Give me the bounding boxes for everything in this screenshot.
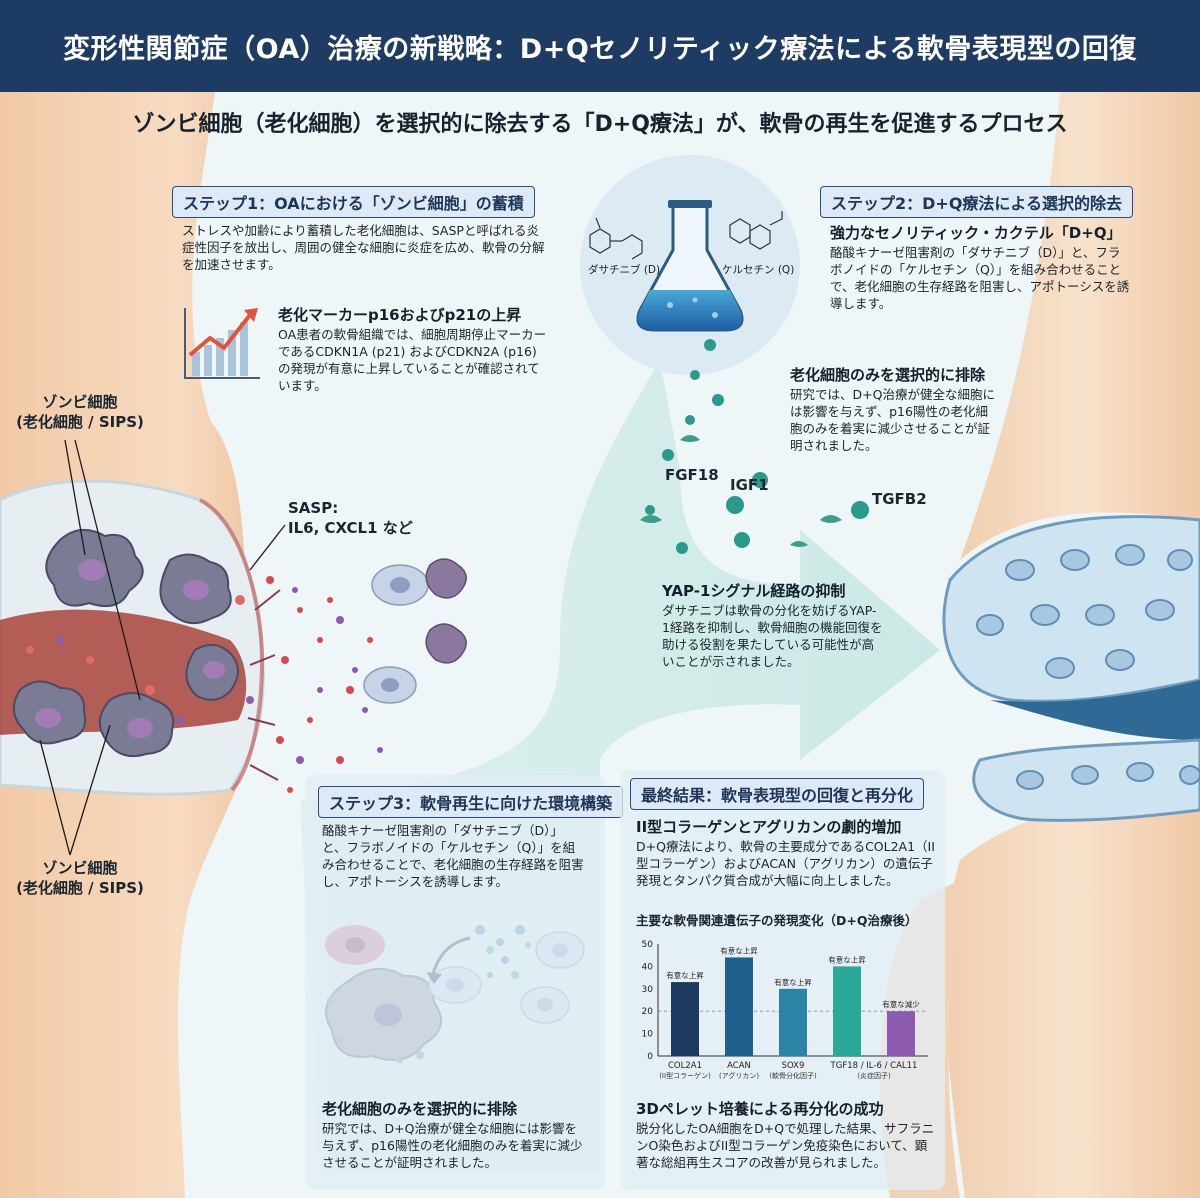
step1-marker-heading: 老化マーカーp16およびp21の上昇 — [278, 306, 522, 324]
step2-body: 酪酸キナーゼ阻害剤の「ダサチニブ（D）」と、フラボノイドの「ケルセチン（Q）」を… — [830, 245, 1130, 311]
pellet-body: 脱分化したOA細胞をD+Qで処理した結果、サフラニンO染色およびII型コラーゲン… — [636, 1121, 935, 1170]
page-title: 変形性関節症（OA）治療の新戦略：D+Qセノリティック療法による軟骨表現型の回復 — [0, 0, 1200, 92]
final-panel — [620, 770, 945, 1190]
y-tick-label: 10 — [642, 1030, 654, 1040]
x-tick-label: SOX9 — [782, 1061, 805, 1071]
bar — [671, 982, 699, 1056]
bar-data-label: 有意な上昇 — [828, 954, 866, 964]
step3-body: 酪酸キナーゼ阻害剤の「ダサチニブ（D）」と、フラボノイドの「ケルセチン（Q）」を… — [322, 823, 584, 889]
zombie-cell-label-top: ゾンビ細胞 (老化細胞 / SIPS) — [16, 393, 144, 431]
step1-marker-body: OA患者の軟骨組織では、細胞周期停止マーカーであるCDKN1A (p21) およ… — [278, 327, 547, 393]
y-tick-label: 0 — [647, 1052, 653, 1062]
bar — [779, 988, 807, 1056]
bar-data-label: 有意な上昇 — [666, 970, 704, 980]
step3-select-body: 研究では、D+Q治療が健全な細胞には影響を与えず、p16陽性の老化細胞のみを着実… — [322, 1121, 583, 1170]
step1-tag: ステップ1：OAにおける「ゾンビ細胞」の蓄積 — [172, 186, 535, 218]
step2-select-heading: 老化細胞のみを選択的に排除 — [790, 366, 986, 384]
quercetin-label: ケルセチン (Q) — [722, 264, 795, 276]
y-tick-label: 40 — [642, 962, 654, 972]
step2-select-body: 研究では、D+Q治療が健全な細胞には影響を与えず、p16陽性の老化細胞のみを着実… — [790, 387, 995, 453]
x-tick-label: COL2A1 — [668, 1061, 702, 1071]
x-tick-sublabel: (軟骨分化因子) — [769, 1071, 817, 1080]
factor-tgfb2: TGFB2 — [872, 490, 927, 508]
pellet-heading: 3Dペレット培養による再分化の成功 — [636, 1100, 884, 1118]
y-tick-label: 30 — [642, 985, 654, 995]
final-tag: 最終結果：軟骨表現型の回復と再分化 — [630, 778, 925, 810]
step1-body: ストレスや加齢により蓄積した老化細胞は、SASPと呼ばれる炎症性因子を放出し、周… — [182, 223, 545, 272]
step3-select-heading: 老化細胞のみを選択的に排除 — [322, 1100, 518, 1118]
y-tick-label: 20 — [642, 1007, 654, 1017]
factor-fgf18: FGF18 — [665, 466, 719, 484]
final-heading: II型コラーゲンとアグリカンの劇的増加 — [636, 818, 902, 836]
bar-data-label: 有意な減少 — [882, 999, 920, 1009]
dasatinib-label: ダサチニブ (D) — [588, 264, 661, 276]
factor-igf1: IGF1 — [730, 476, 769, 494]
page-subtitle: ゾンビ細胞（老化細胞）を選択的に除去する「D+Q療法」が、軟骨の再生を促進するプ… — [132, 112, 1068, 137]
bar — [833, 966, 861, 1056]
zombie-cell-label-bottom: ゾンビ細胞 (老化細胞 / SIPS) — [16, 859, 144, 897]
x-tick-sublabel: (II型コラーゲン) — [659, 1071, 711, 1080]
sasp-label: SASP: IL6, CXCL1 など — [288, 499, 413, 537]
y-tick-label: 50 — [642, 940, 654, 950]
step3-panel — [305, 775, 605, 1190]
bar — [725, 957, 753, 1056]
chart-title: 主要な軟骨関連遺伝子の発現変化（D+Q治療後） — [636, 913, 918, 928]
x-tick-label: TGF18 / IL-6 / CAL11 — [830, 1061, 918, 1071]
bar-data-label: 有意な上昇 — [720, 945, 758, 955]
x-tick-sublabel: (炎症因子) — [857, 1071, 891, 1080]
bar-data-label: 有意な上昇 — [774, 977, 812, 987]
x-tick-sublabel: (アグリカン) — [719, 1071, 759, 1080]
step2-heading: 強力なセノリティック・カクテル「D+Q」 — [830, 224, 1122, 242]
yap-body: ダサチニブは軟骨の分化を妨げるYAP-1経路を抑制し、軟骨細胞の機能回復を助ける… — [662, 603, 883, 669]
gene-expression-chart: 01020304050有意な上昇有意な上昇有意な上昇有意な上昇有意な減少COL2… — [642, 940, 928, 1080]
bar — [887, 1011, 915, 1056]
final-body: D+Q療法により、軟骨の主要成分であるCOL2A1（II型コラーゲン）およびAC… — [636, 839, 935, 888]
x-tick-label: ACAN — [727, 1061, 751, 1071]
step2-tag: ステップ2：D+Q療法による選択的除去 — [820, 186, 1133, 218]
step3-tag: ステップ3：軟骨再生に向けた環境構築 — [318, 786, 624, 818]
yap-heading: YAP-1シグナル経路の抑制 — [662, 582, 846, 600]
